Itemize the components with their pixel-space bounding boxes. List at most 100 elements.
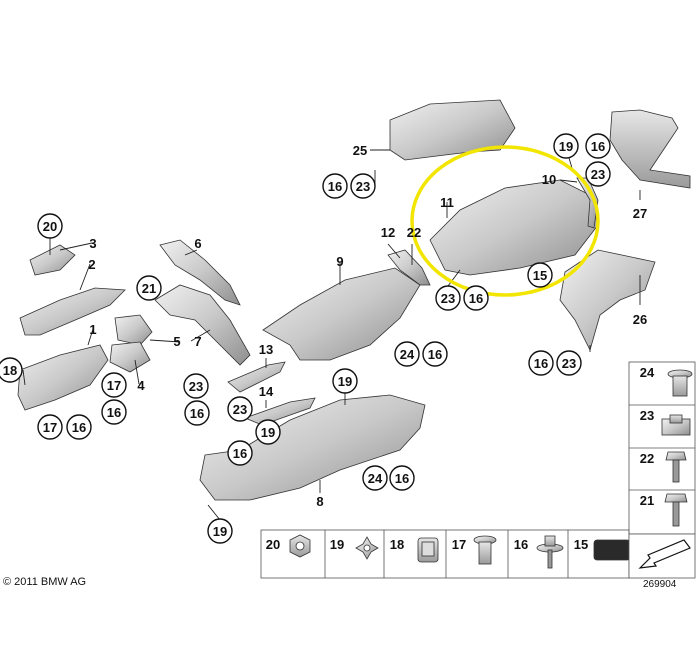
part-11-shield	[429, 179, 599, 276]
callout-24: 24	[394, 341, 420, 367]
callout-19: 19	[207, 518, 233, 544]
callout-16: 16	[463, 285, 489, 311]
legend-right-22: 22	[640, 451, 654, 466]
callout-23: 23	[435, 285, 461, 311]
label-14: 14	[259, 384, 274, 399]
callout-23: 23	[227, 396, 253, 422]
label-1: 1	[89, 322, 96, 337]
callout-16-text: 16	[190, 406, 204, 421]
legend-bottom-18: 18	[390, 537, 404, 552]
label-4: 4	[137, 378, 145, 393]
label-27: 27	[633, 206, 647, 221]
callout-20: 20	[37, 213, 63, 239]
callout-21-text: 21	[142, 281, 156, 296]
legend-bottom: 20 19 18 17 16 15	[260, 529, 630, 579]
part-2-shield	[19, 287, 126, 336]
drawing-number: 269904	[643, 579, 677, 590]
label-6: 6	[194, 236, 201, 251]
callout-23: 23	[350, 173, 376, 199]
callout-19-text: 19	[338, 374, 352, 389]
callout-16: 16	[66, 414, 92, 440]
callout-17: 17	[37, 414, 63, 440]
part-1-shield	[17, 344, 109, 411]
part-9-shield	[262, 267, 421, 361]
callout-24-text: 24	[368, 471, 383, 486]
label-5: 5	[173, 334, 180, 349]
part-5-bracket	[114, 314, 153, 346]
clip-nut-icon	[355, 536, 379, 560]
nut-icon	[289, 534, 311, 558]
label-7: 7	[194, 334, 201, 349]
label-2: 2	[88, 257, 95, 272]
callout-19-text: 19	[559, 139, 573, 154]
callout-16: 16	[184, 400, 210, 426]
hex-bolt-icon	[664, 493, 688, 527]
label-11: 11	[440, 195, 454, 210]
part-6-bracket	[159, 239, 241, 306]
callout-23: 23	[183, 373, 209, 399]
callout-23-text: 23	[441, 291, 455, 306]
legend-bottom-17: 17	[452, 537, 466, 552]
label-10: 10	[542, 172, 556, 187]
callout-20-text: 20	[43, 219, 57, 234]
copyright-text: © 2011 BMW AG	[3, 576, 87, 588]
callout-15: 15	[527, 262, 553, 288]
callout-19: 19	[332, 368, 358, 394]
label-3: 3	[89, 236, 96, 251]
legend-right-21: 21	[640, 493, 654, 508]
callout-15-text: 15	[533, 268, 547, 283]
expansion-rivet-icon	[473, 535, 497, 565]
label-8: 8	[316, 494, 323, 509]
callout-16-text: 16	[233, 446, 247, 461]
callout-16: 16	[585, 133, 611, 159]
part-13-strip	[227, 361, 286, 393]
callout-24-text: 24	[400, 347, 415, 362]
callout-19-text: 19	[261, 425, 275, 440]
legend-bottom-20: 20	[266, 537, 280, 552]
callout-16: 16	[528, 350, 554, 376]
callout-16-text: 16	[395, 471, 409, 486]
callout-19: 19	[255, 419, 281, 445]
part-3-clip	[29, 244, 76, 276]
label-22: 22	[407, 225, 421, 240]
callout-16-text: 16	[428, 347, 442, 362]
part-27-bracket	[609, 109, 691, 189]
callout-17: 17	[101, 372, 127, 398]
legend-bottom-16: 16	[514, 537, 528, 552]
collar-screw-icon	[536, 535, 564, 569]
callout-16: 16	[389, 465, 415, 491]
callout-16-text: 16	[591, 139, 605, 154]
callout-16-text: 16	[469, 291, 483, 306]
part-26-shield	[559, 249, 656, 352]
label-26: 26	[633, 312, 647, 327]
stud-nut-icon	[665, 451, 687, 483]
part-8-shield	[199, 394, 426, 501]
spring-clip-icon	[417, 537, 439, 563]
legend-right-23: 23	[640, 408, 654, 423]
callout-16: 16	[227, 440, 253, 466]
callout-18: 18	[0, 357, 23, 383]
direction-arrow-icon	[638, 539, 691, 569]
callout-17-text: 17	[43, 420, 57, 435]
legend-right-24: 24	[640, 365, 655, 380]
part-4-bracket	[109, 341, 151, 373]
plain-labels: 3 2 1 6 5 7 4 9 12 22 11 10 25 13 14 8 2…	[88, 143, 647, 509]
legend-bottom-15: 15	[574, 537, 588, 552]
callout-16: 16	[422, 341, 448, 367]
callout-16-text: 16	[107, 405, 121, 420]
part-7-bracket	[154, 284, 251, 366]
callout-24: 24	[362, 465, 388, 491]
callout-19: 19	[553, 133, 579, 159]
callout-21: 21	[136, 275, 162, 301]
legend-bottom-19: 19	[330, 537, 344, 552]
callout-16-text: 16	[534, 356, 548, 371]
callout-23: 23	[556, 350, 582, 376]
callout-16: 16	[322, 173, 348, 199]
label-12: 12	[381, 225, 395, 240]
direction-arrow-box	[628, 533, 696, 579]
edge-protector-icon	[593, 539, 631, 561]
part-25-shield	[389, 99, 516, 161]
callout-17-text: 17	[107, 378, 121, 393]
fastener-icons	[289, 369, 693, 569]
